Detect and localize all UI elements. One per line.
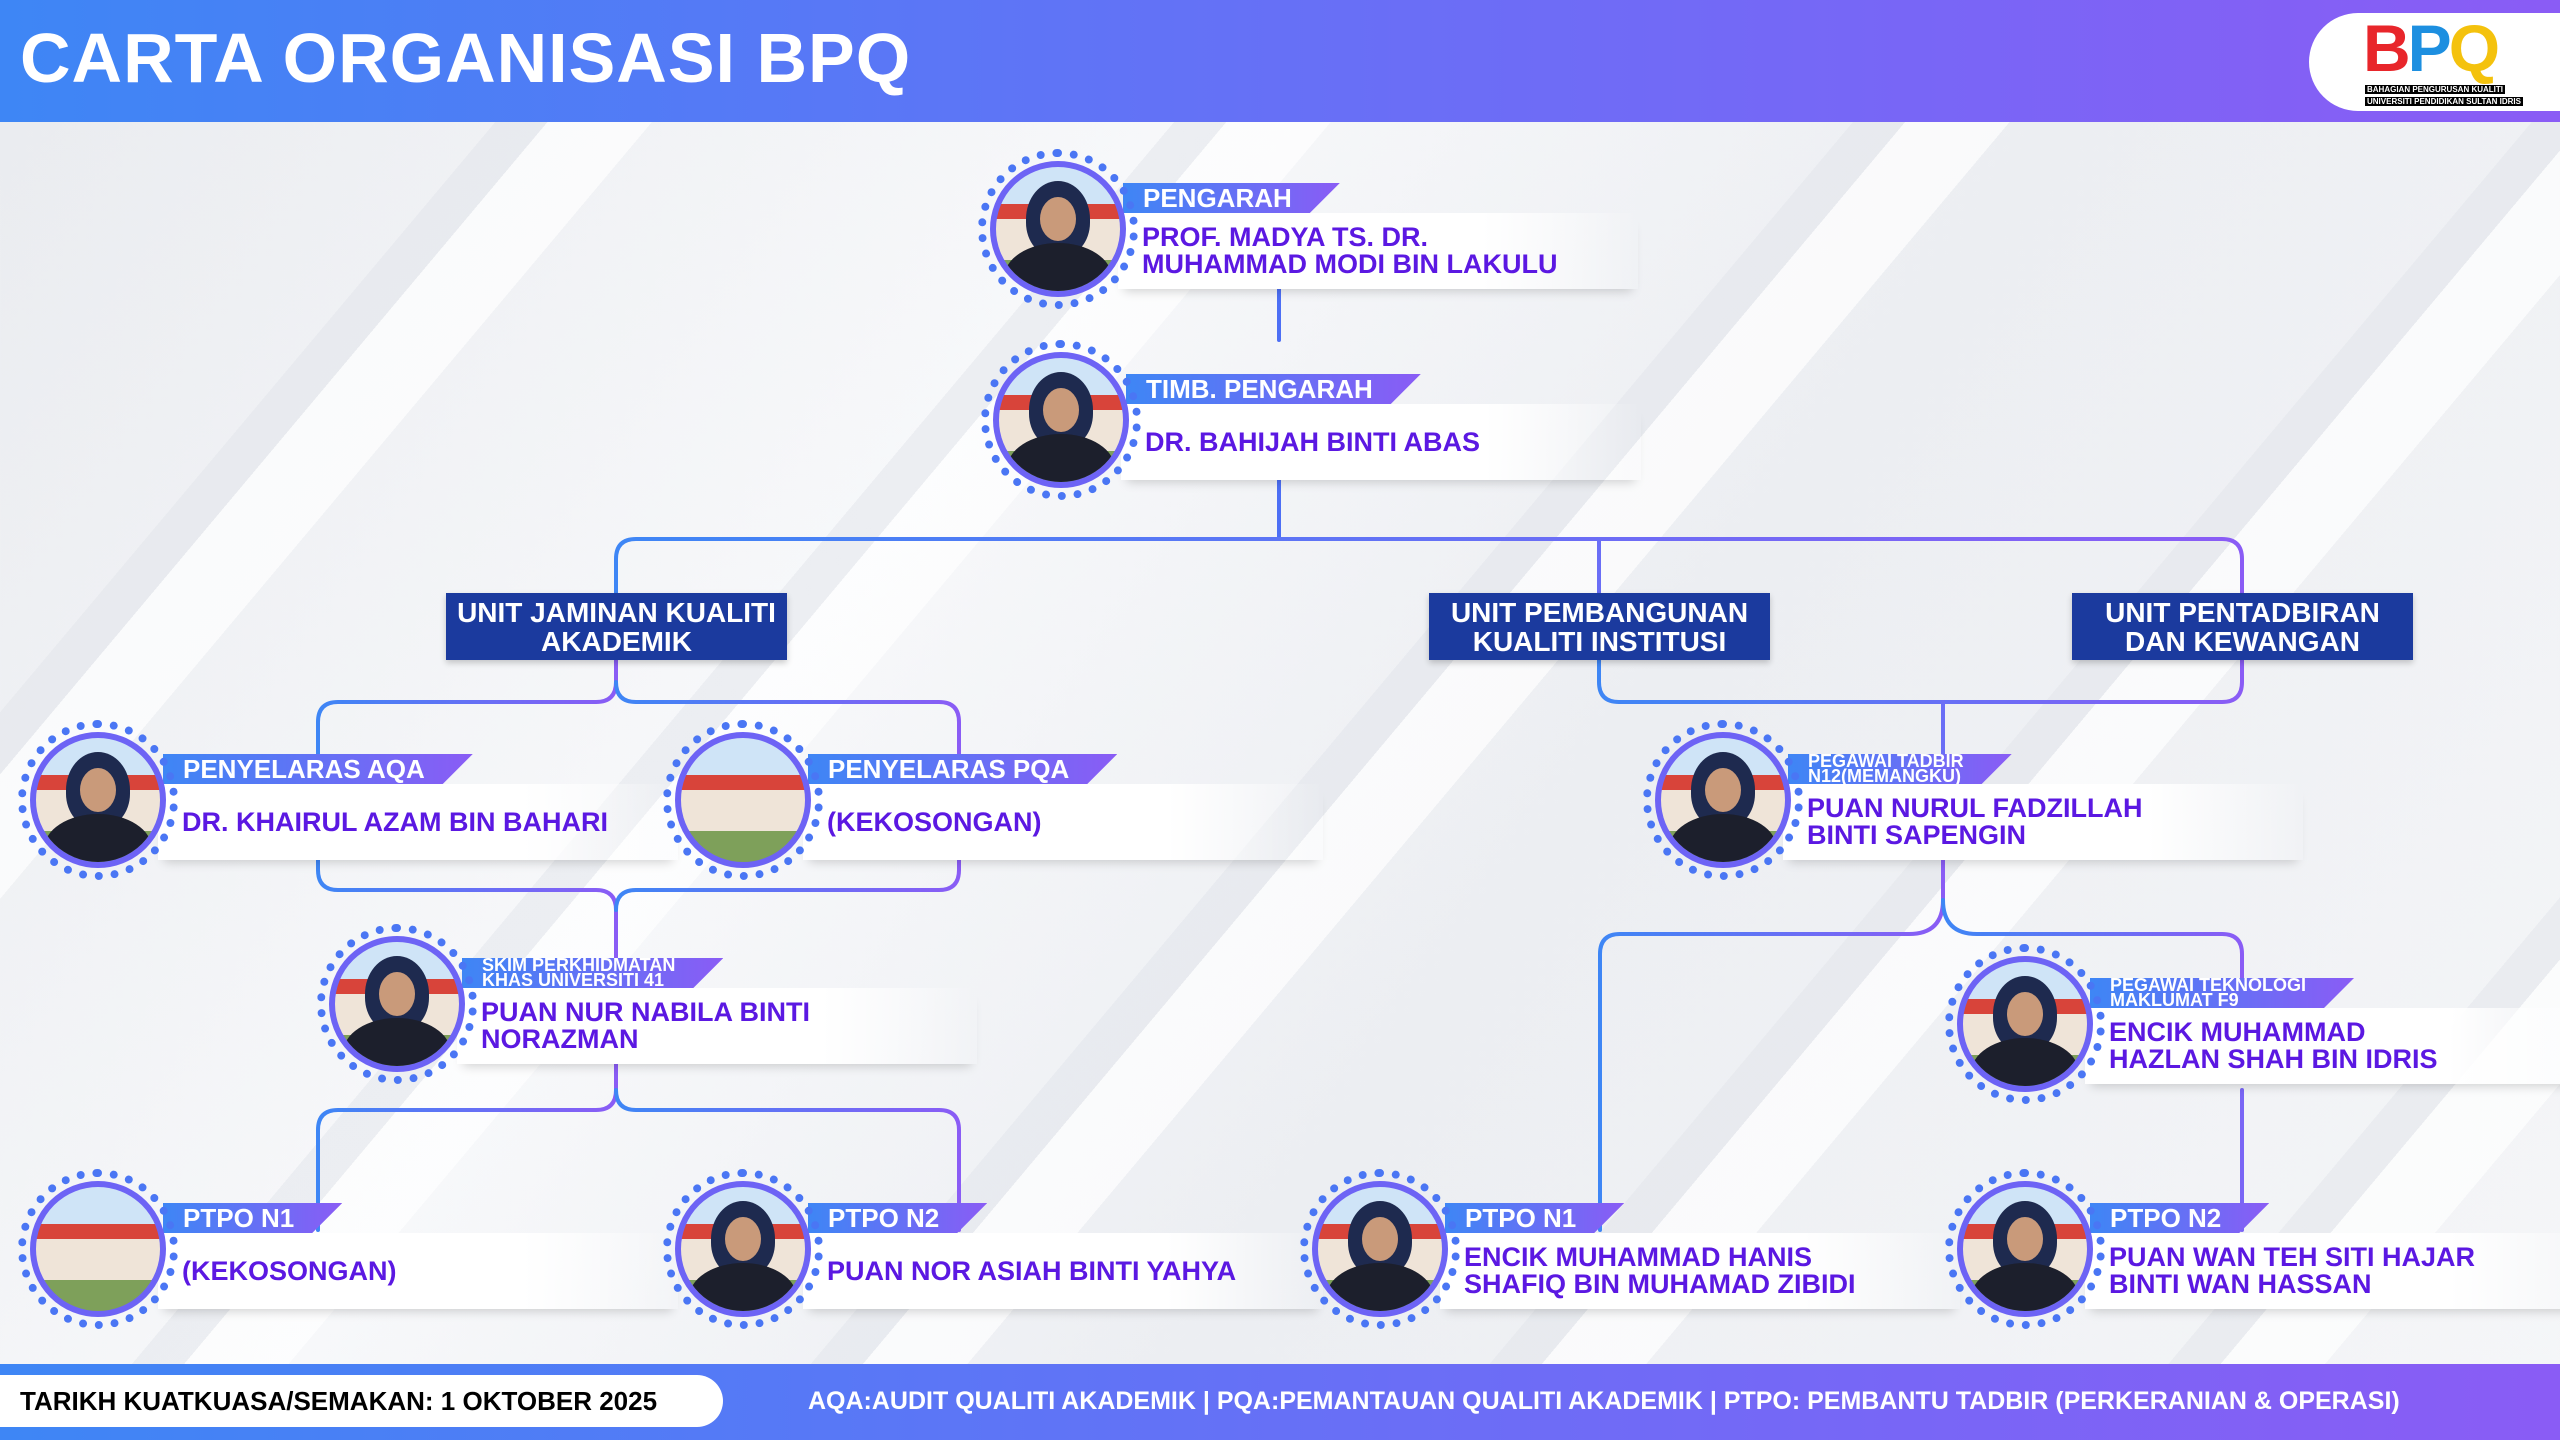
effective-date: TARIKH KUATKUASA/SEMAKAN: 1 OKTOBER 2025 [0,1375,723,1427]
photo-avatar [663,1169,823,1329]
abbreviation-legend: AQA:AUDIT QUALITI AKADEMIK | PQA:PEMANTA… [808,1387,2400,1415]
node-pengarah: PENGARAH PROF. MADYA TS. DR.MUHAMMAD MOD… [978,149,1738,309]
photo-building [663,720,823,880]
page-title: CARTA ORGANISASI BPQ [20,19,912,97]
role-tag: TIMB. PENGARAH [1126,374,1421,404]
role-tag: PENYELARAS AQA [163,754,473,784]
role-tag: PTPO N1 [163,1203,342,1233]
role-tag: PTPO N2 [2090,1203,2269,1233]
header: CARTA ORGANISASI BPQ BPQ BAHAGIAN PENGUR… [0,0,2560,122]
photo-avatar [1300,1169,1460,1329]
photo-avatar [978,149,1138,309]
node-ptpo-n2-ujka: PTPO N2 PUAN NOR ASIAH BINTI YAHYA [663,1169,1423,1329]
photo-building [18,1169,178,1329]
photo-avatar [18,720,178,880]
role-tag: PTPO N1 [1445,1203,1624,1233]
node-ptpo-n1-ujka: PTPO N1 (KEKOSONGAN) [18,1169,778,1329]
photo-avatar [1945,944,2105,1104]
role-tag: PENGARAH [1123,183,1340,213]
photo-avatar [1945,1169,2105,1329]
footer: TARIKH KUATKUASA/SEMAKAN: 1 OKTOBER 2025… [0,1364,2560,1440]
role-tag: PENYELARAS PQA [808,754,1117,784]
bpq-logo: BPQ BAHAGIAN PENGURUSAN KUALITI UNIVERSI… [2309,13,2560,111]
photo-avatar [981,340,1141,500]
node-penyelaras-aqa: PENYELARAS AQA DR. KHAIRUL AZAM BIN BAHA… [18,720,778,880]
node-penyelaras-pqa: PENYELARAS PQA (KEKOSONGAN) [663,720,1423,880]
role-tag: PTPO N2 [808,1203,987,1233]
photo-avatar [1643,720,1803,880]
node-timb-pengarah: TIMB. PENGARAH DR. BAHIJAH BINTI ABAS [981,340,1741,500]
photo-avatar [317,924,477,1084]
